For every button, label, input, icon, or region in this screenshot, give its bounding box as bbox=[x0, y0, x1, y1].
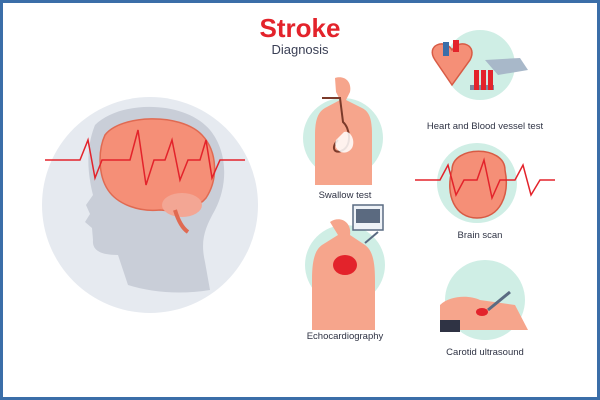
label-carotid-ultrasound: Carotid ultrasound bbox=[446, 347, 524, 358]
swallow-test-illustration bbox=[303, 77, 383, 185]
brain-wave-left bbox=[45, 129, 245, 186]
carotid-ultrasound-illustration bbox=[440, 260, 528, 340]
brain-scan-illustration bbox=[415, 143, 555, 223]
page-subtitle: Diagnosis bbox=[271, 42, 329, 57]
head-brain-illustration bbox=[42, 97, 258, 313]
label-echocardiography: Echocardiography bbox=[306, 331, 384, 342]
label-swallow-test: Swallow test bbox=[318, 190, 372, 201]
label-heart-blood-test: Heart and Blood vessel test bbox=[426, 121, 544, 132]
page-title: Stroke bbox=[259, 13, 341, 43]
brain-wave-right bbox=[415, 157, 555, 201]
label-brain-scan: Brain scan bbox=[457, 230, 503, 241]
echocardiography-illustration bbox=[305, 204, 385, 330]
heart-blood-test-illustration bbox=[431, 30, 528, 100]
